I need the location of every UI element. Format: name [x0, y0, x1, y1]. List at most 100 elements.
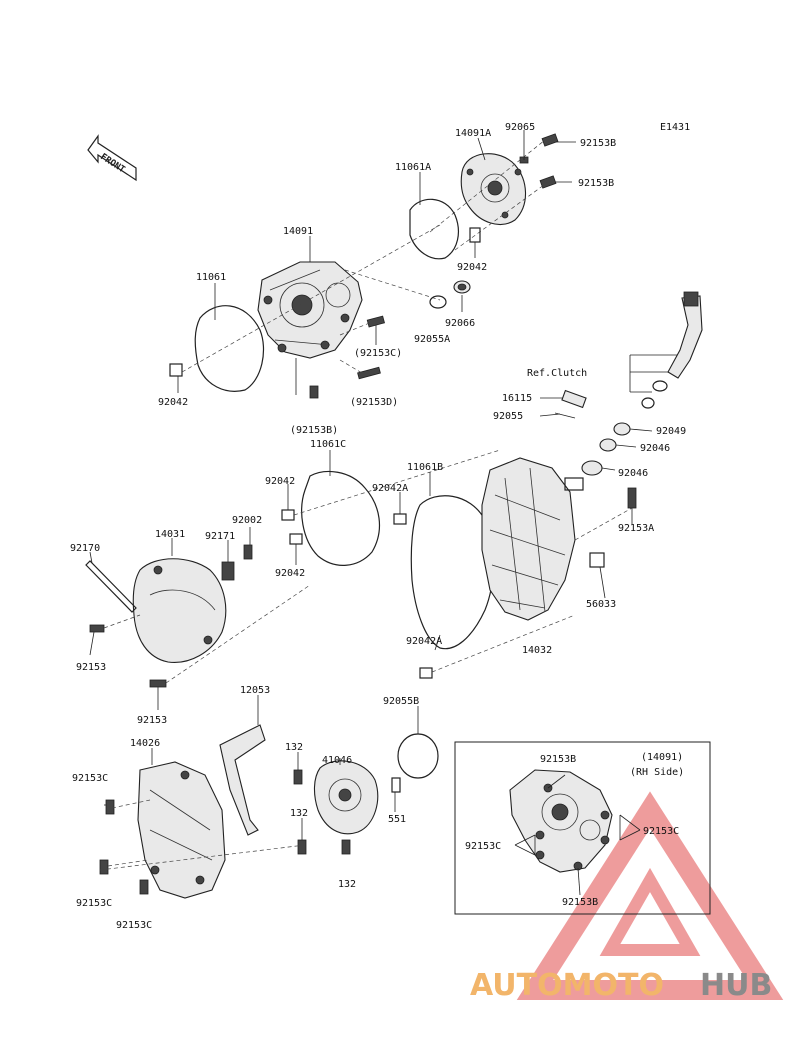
label-132-c: 132	[338, 879, 356, 890]
label-92042A-a: 92042A	[372, 483, 408, 494]
label-12053: 12053	[240, 685, 270, 696]
label-92055: 92055	[493, 411, 523, 422]
label-11061: 11061	[196, 272, 226, 283]
clutch-cover-14032	[481, 457, 584, 621]
label-92042-a: 92042	[457, 262, 487, 273]
dowel-92042-b	[169, 363, 183, 377]
cover-14091A	[460, 153, 527, 225]
inset-label-92153C-right: 92153C	[643, 826, 679, 837]
label-92042-c: 92042	[265, 476, 295, 487]
guide-12053	[219, 724, 266, 836]
label-132-b: 132	[290, 808, 308, 819]
oring-92055B	[397, 733, 439, 779]
inset-label-92153C-left: 92153C	[465, 841, 501, 852]
inset-title-14091: (14091)	[641, 752, 683, 763]
label-14091: 14091	[283, 226, 313, 237]
bolt-92002	[243, 544, 253, 560]
label-14091A: 14091A	[455, 128, 491, 139]
bolt-92153B-top	[519, 133, 559, 189]
label-551: 551	[388, 814, 406, 825]
label-92046-b: 92046	[618, 468, 648, 479]
label-92066: 92066	[445, 318, 475, 329]
label-92153-a: 92153	[76, 662, 106, 673]
dowel-92042-d	[289, 533, 303, 545]
label-132-a: 132	[285, 742, 303, 753]
bolt-92153-a	[89, 624, 105, 633]
watermark-text-hub: HUB	[700, 968, 772, 1003]
sensor-16115	[561, 389, 587, 409]
clutch-lever-parts	[641, 291, 703, 409]
inset-label-92153B-top: 92153B	[540, 754, 576, 765]
bolt-92153C-b	[99, 859, 109, 875]
inset-title-rh-side: (RH Side)	[630, 767, 684, 778]
watermark-text-automoto: AUTOMOTO	[470, 968, 664, 1003]
watermark: AUTOMOTO HUB	[470, 791, 784, 1003]
label-92153C-a: 92153C	[72, 773, 108, 784]
label-14026: 14026	[130, 738, 160, 749]
label-92153-b: 92153	[137, 715, 167, 726]
label-92042A-b: 92042A	[406, 636, 442, 647]
label-16115: 16115	[502, 393, 532, 404]
inset-rh-side-box	[454, 741, 711, 915]
cover-41046	[313, 760, 379, 835]
gasket-11061C	[301, 470, 380, 566]
gasket-11061	[194, 305, 265, 392]
cover-14091	[257, 261, 363, 359]
label-92049: 92049	[656, 426, 686, 437]
bolt-92153C-a	[105, 799, 115, 815]
dowel-92042A-a	[393, 513, 407, 525]
label-92153A: 92153A	[618, 523, 654, 534]
label-14032: 14032	[522, 645, 552, 656]
watermark-inner-triangle	[599, 867, 701, 956]
pin-551	[391, 777, 401, 793]
gasket-11061B	[410, 495, 495, 650]
label-56033	[589, 552, 605, 568]
label-92002: 92002	[232, 515, 262, 526]
label-11061C: 11061C	[310, 439, 346, 450]
bolt-92153C-c	[139, 879, 149, 895]
plug-92171	[221, 561, 235, 581]
bolt-92153D	[357, 366, 381, 380]
diagram-code: E1431	[660, 122, 690, 133]
label-92153C-c: 92153C	[116, 920, 152, 931]
dowel-92042-c	[281, 509, 295, 521]
label-11061B: 11061B	[407, 462, 443, 473]
sprocket-cover-14026	[137, 761, 226, 899]
oring-92055A	[429, 295, 447, 309]
label-92153D-paren: (92153D)	[350, 397, 398, 408]
watermark-triangle	[516, 791, 784, 1000]
label-92055B: 92055B	[383, 696, 419, 707]
pulser-cover-14031	[132, 558, 227, 663]
seal-92066	[453, 280, 471, 294]
label-92042-b: 92042	[158, 397, 188, 408]
label-92153B-top: 92153B	[580, 138, 616, 149]
label-92153C-b: 92153C	[76, 898, 112, 909]
label-ref-clutch: Ref.Clutch	[527, 368, 587, 379]
bolt-132-b	[297, 839, 307, 855]
label-14031: 14031	[155, 529, 185, 540]
label-92153B-top2: 92153B	[578, 178, 614, 189]
label-11061A: 11061A	[395, 162, 431, 173]
gasket-11061A	[409, 198, 459, 260]
label-92042-d: 92042	[275, 568, 305, 579]
front-arrow-icon: FRONT	[87, 134, 137, 182]
label-56033: 56033	[586, 599, 616, 610]
inset-cover-14091	[509, 769, 613, 873]
label-92171: 92171	[205, 531, 235, 542]
bolt-132-a	[293, 769, 303, 785]
label-92046-a: 92046	[640, 443, 670, 454]
inset-label-92153B-bottom: 92153B	[562, 897, 598, 908]
rod-92170	[85, 560, 137, 613]
bolt-92153-b	[149, 679, 167, 688]
bolt-92153B-mid	[309, 385, 319, 399]
label-92153B-paren: (92153B)	[290, 425, 338, 436]
bolt-132-c	[341, 839, 351, 855]
label-92170: 92170	[70, 543, 100, 554]
dowel-92042A-b	[419, 667, 433, 679]
label-92055A: 92055A	[414, 334, 450, 345]
label-92065: 92065	[505, 122, 535, 133]
label-41046: 41046	[322, 755, 352, 766]
bolt-92153A	[627, 487, 637, 509]
label-92153C-paren: (92153C)	[354, 348, 402, 359]
